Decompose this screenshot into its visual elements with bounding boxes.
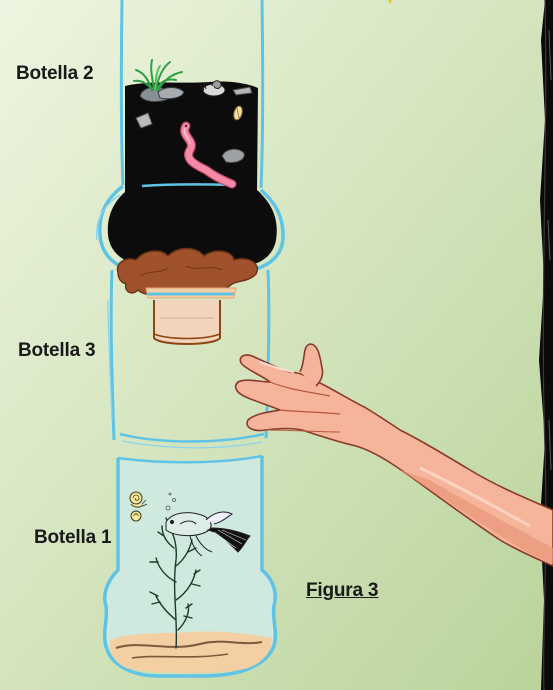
label-bottle-2: Botella 2 (16, 63, 93, 85)
sand (110, 631, 272, 672)
soil (108, 81, 277, 266)
label-bottle-3: Botella 3 (18, 340, 95, 362)
bottle-1 (105, 456, 276, 676)
label-bottle-1: Botella 1 (34, 527, 111, 549)
figure-caption: Figura 3 (306, 580, 378, 602)
